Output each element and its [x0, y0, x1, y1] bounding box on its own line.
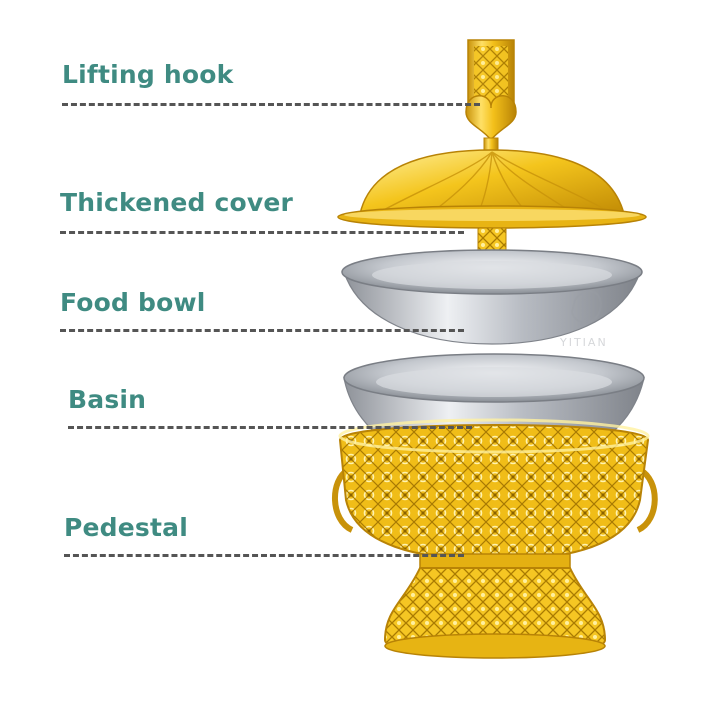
leader-line-food-bowl — [60, 329, 464, 332]
label-pedestal: Pedestal — [64, 513, 188, 542]
label-food-bowl: Food bowl — [60, 288, 206, 317]
pedestal-part — [332, 418, 658, 659]
brand-watermark: YITIAN — [559, 290, 608, 349]
leader-line-thickened-cover — [60, 231, 464, 234]
watermark-text: YITIAN — [559, 336, 608, 349]
leader-line-pedestal — [64, 554, 464, 557]
label-basin: Basin — [68, 385, 147, 414]
leader-line-lifting-hook — [62, 103, 480, 106]
leader-line-basin — [68, 426, 472, 429]
label-thickened-cover: Thickened cover — [60, 188, 294, 217]
food-bowl-part — [341, 249, 643, 345]
thickened-cover-part — [337, 149, 647, 229]
center-rod — [477, 227, 507, 253]
label-lifting-hook: Lifting hook — [62, 60, 234, 89]
